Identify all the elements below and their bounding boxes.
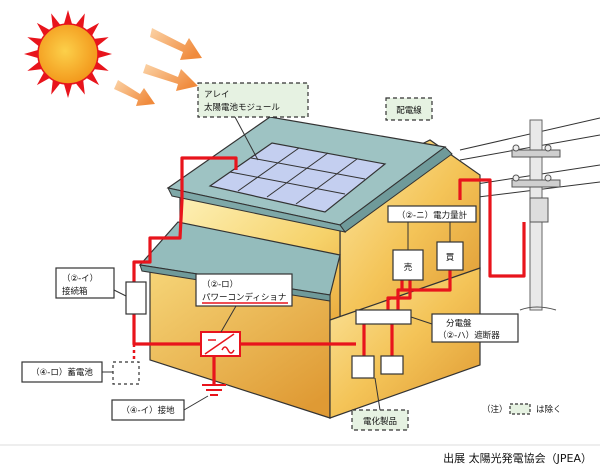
- power-conditioner-device: [200, 331, 241, 357]
- distribution-wire-label-box: 配電線: [385, 97, 433, 121]
- sunlight-arrow-icon: [143, 64, 198, 91]
- array-leader-line: [234, 116, 259, 161]
- meter-label: （②-ニ）電力量計: [397, 210, 468, 221]
- sun-ray: [93, 37, 109, 47]
- appliances-label: 電化製品: [363, 416, 397, 427]
- utility-pole: [459, 117, 600, 311]
- array-label-line2: 太陽電池モジュール: [204, 102, 280, 113]
- house-lower-side-wall: [329, 267, 481, 419]
- sun-ray: [63, 83, 73, 98]
- power-conditioner-label-line2: パワーコンディショナ: [202, 292, 286, 303]
- distribution-board-label-box: 分電盤 （②-ハ）遮断器: [431, 313, 519, 343]
- junction-box-label-box: （②-イ） 接続箱: [55, 267, 115, 299]
- pole-transformer: [529, 197, 549, 223]
- sell-meter-label: 売: [404, 262, 413, 273]
- sun-disc: [37, 23, 99, 85]
- sun-ray: [75, 79, 85, 95]
- junction-box-label-line1: （②-イ）: [62, 273, 98, 284]
- note-prefix: （注）: [482, 404, 508, 415]
- sunlight-arrow-icon: [114, 80, 155, 106]
- distribution-board-label-line1: 分電盤: [446, 318, 472, 329]
- sun-ray: [51, 79, 61, 95]
- ground-icon: [202, 384, 226, 396]
- sun-ray: [63, 10, 73, 25]
- grounding-label: （④-イ）接地: [121, 405, 175, 416]
- appliance-device: [380, 355, 404, 375]
- array-label-line1: アレイ: [204, 90, 230, 100]
- sun-ray: [97, 49, 112, 59]
- junction-box-label-line2: 接続箱: [62, 286, 88, 297]
- note: （注） は除く: [482, 403, 562, 415]
- meter-label-box: （②-ニ）電力量計: [387, 205, 477, 223]
- sunlight-arrows: [114, 28, 202, 106]
- buy-meter-device: [436, 241, 464, 271]
- sun-ray: [24, 49, 39, 59]
- distribution-board-device: [355, 309, 412, 325]
- solar-panel-array: [208, 142, 387, 213]
- house: [138, 116, 481, 419]
- note-dashed-box-icon: [509, 403, 531, 415]
- appliance-device: [351, 355, 375, 379]
- source-credit: 出展 太陽光発電協会（JPEA）: [443, 451, 592, 465]
- note-suffix: は除く: [536, 404, 562, 415]
- red-wiring: [132, 156, 526, 385]
- buy-meter-label: 買: [446, 253, 455, 263]
- distribution-board-label-line2: （②-ハ）遮断器: [438, 330, 500, 341]
- appliances-label-box: 電化製品: [351, 409, 409, 431]
- storage-battery-label: （④-ロ）蓄電池: [31, 367, 93, 378]
- sunlight-arrow-icon: [150, 28, 202, 60]
- distribution-wire-label: 配電線: [396, 105, 422, 116]
- sun-ray: [27, 37, 43, 47]
- storage-battery-device: [112, 361, 140, 385]
- power-conditioner-label-line1: （②-ロ）: [202, 279, 238, 290]
- sun-ray: [51, 13, 61, 29]
- array-label-box: アレイ 太陽電池モジュール: [197, 82, 309, 118]
- sun-icon: [24, 10, 112, 98]
- sun-ray: [27, 61, 43, 71]
- power-conditioner-label-box: （②-ロ） パワーコンディショナ: [195, 273, 293, 307]
- grounding-label-box: （④-イ）接地: [111, 399, 185, 421]
- junction-box-device: [125, 281, 147, 315]
- sun-ray: [75, 13, 85, 29]
- storage-battery-label-box: （④-ロ）蓄電池: [21, 361, 103, 383]
- sun-ray: [93, 61, 109, 71]
